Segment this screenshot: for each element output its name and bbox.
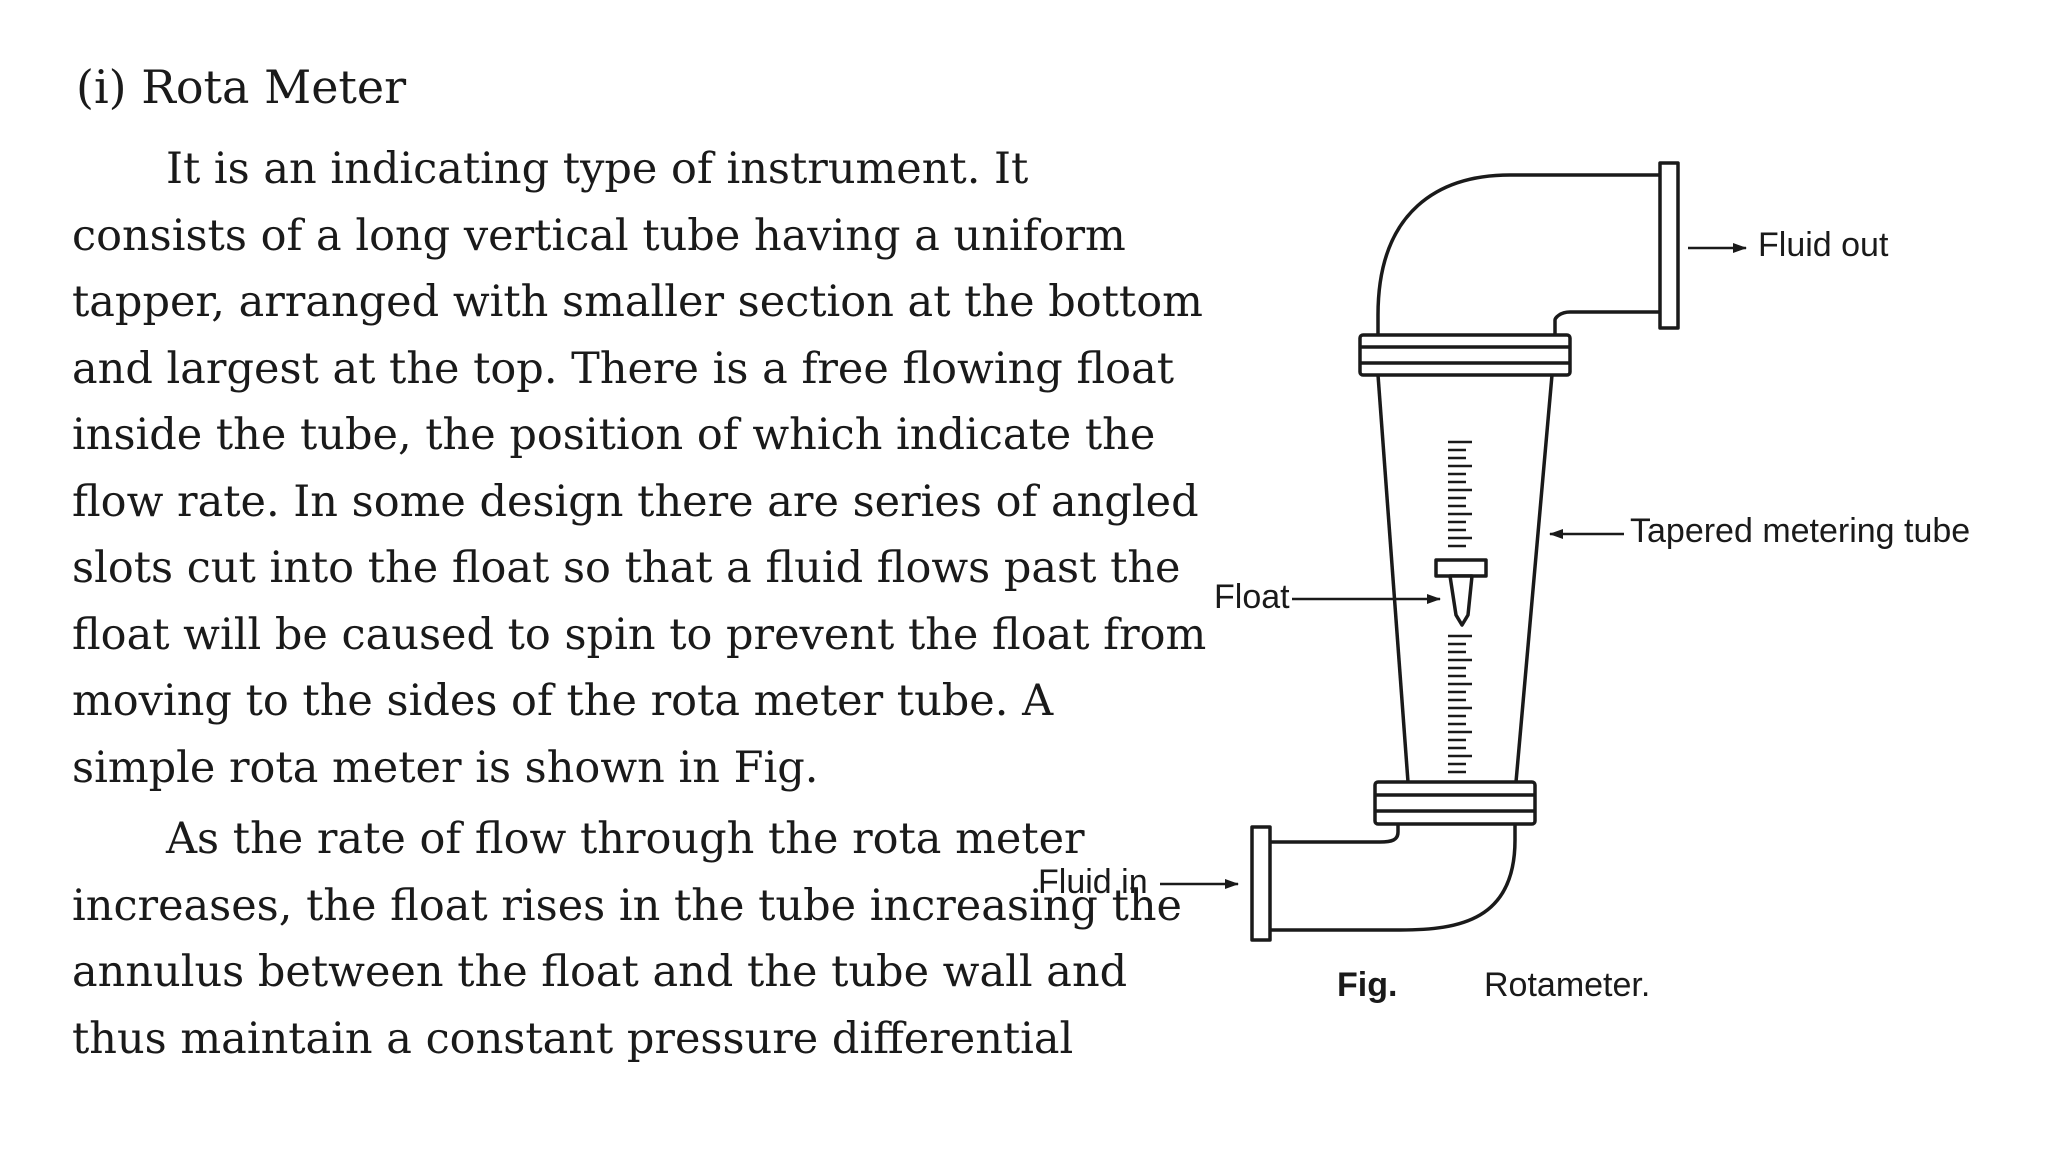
float-top [1434,558,1488,578]
paragraph-line: consists of a long vertical tube having … [72,210,1126,261]
rotameter-diagram [1160,161,1747,942]
paragraph-line: increases, the float rises in the tube i… [72,880,1183,931]
float-label: Float [1214,578,1290,616]
top-elbow-inner [1553,310,1660,335]
fluid-out-label: Fluid out [1758,226,1889,264]
tube-scale [1448,440,1472,774]
figure-caption-prefix: Fig. [1337,966,1398,1004]
top-elbow-pipe [1376,173,1660,335]
tapered-tube-label: Tapered metering tube [1630,512,1971,550]
paragraph-line: tapper, arranged with smaller section at… [72,277,1203,327]
paragraph-line: annulus between the float and the tube w… [72,947,1128,997]
fluid-in-label: Fluid in [1038,863,1148,901]
paragraph-line: simple rota meter is shown in Fig. [72,742,819,793]
section-title: (i) Rota Meter [76,60,407,114]
bottom-elbow-pipe [1270,824,1517,932]
float-body [1448,574,1474,627]
paragraph-line: moving to the sides of the rota meter tu… [72,676,1054,726]
paragraph-line: inside the tube, the position of which i… [72,410,1156,460]
paragraph-2: As the rate of flow through the rota met… [72,806,1183,1072]
paragraph-1: It is an indicating type of instrument. … [72,136,1207,801]
paragraph-line: It is an indicating type of instrument. … [166,144,1029,194]
paragraph-line: slots cut into the float so that a fluid… [72,543,1181,593]
upper-coupling-flange [1358,333,1572,377]
outlet-flange [1658,161,1680,330]
paragraph-line: thus maintain a constant pressure differ… [72,1013,1074,1064]
figure-caption: Rotameter. [1484,966,1651,1004]
paragraph-line: As the rate of flow through the rota met… [166,814,1085,864]
lower-coupling-flange [1373,780,1537,826]
paragraph-line: and largest at the top. There is a free … [72,343,1174,394]
tapered-tube [1376,374,1410,783]
paragraph-line: flow rate. In some design there are seri… [72,476,1199,527]
rotameter-figure: Fluid out Tapered metering tube Float Fl… [1020,120,2020,1020]
inlet-flange [1250,825,1272,942]
paragraph-line: float will be caused to spin to prevent … [72,609,1207,660]
tapered-tube [1514,374,1554,783]
bottom-elbow-inner [1270,824,1400,844]
